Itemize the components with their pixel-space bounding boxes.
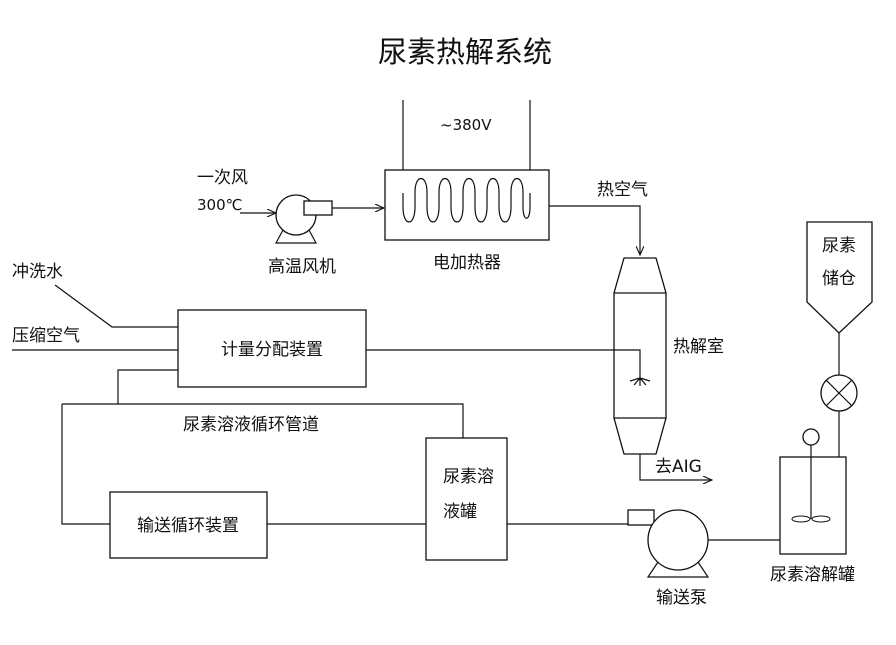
blower-icon	[274, 194, 333, 244]
transfer-pump-label: 输送泵	[656, 588, 707, 608]
dissolving-tank-box	[779, 456, 847, 555]
primary-air-temp-label: 300℃	[197, 196, 242, 214]
spray-nozzle-icon	[629, 360, 651, 386]
solution-tank-label-2: 液罐	[443, 502, 477, 522]
pyrolysis-room-label: 热解室	[673, 337, 724, 357]
circulation-pipe-label: 尿素溶液循环管道	[183, 415, 319, 435]
electric-heater-box	[384, 169, 550, 241]
metering-to-nozzle-line	[366, 349, 641, 360]
metering-unit-label: 计量分配装置	[221, 340, 323, 360]
rotary-valve-icon	[820, 374, 858, 412]
transfer-pump-icon	[627, 509, 710, 578]
hot-air-line	[549, 205, 640, 255]
transfer-unit-box	[109, 491, 268, 559]
to-aig-label: 去AIG	[655, 457, 702, 477]
transfer-unit-label: 输送循环装置	[137, 516, 239, 536]
heater-label: 电加热器	[433, 253, 501, 273]
circulation-return-line	[61, 404, 110, 525]
primary-air-label: 一次风	[197, 168, 248, 188]
compressed-air-label: 压缩空气	[12, 326, 80, 346]
silo-label-1: 尿素	[822, 236, 856, 256]
hot-air-label: 热空气	[597, 180, 648, 200]
circulation-pipe-line	[62, 403, 464, 438]
silo-label-2: 储仓	[822, 269, 856, 289]
diagram-title: 尿素热解系统	[378, 35, 552, 69]
voltage-label: ~380V	[440, 116, 492, 134]
blower-label: 高温风机	[268, 257, 336, 277]
metering-feed-line	[117, 369, 178, 404]
dissolving-tank-label: 尿素溶解罐	[770, 565, 855, 585]
urea-silo-shape	[806, 221, 873, 334]
outlet-to-aig-line	[639, 454, 712, 480]
solution-tank-label-1: 尿素溶	[443, 467, 494, 487]
agitator-icon	[791, 428, 831, 523]
flush-water-line	[54, 284, 178, 328]
solution-tank-box	[425, 437, 508, 561]
heater-coil-icon	[402, 177, 531, 223]
metering-unit-box	[177, 309, 367, 388]
flush-water-label: 冲洗水	[12, 262, 63, 282]
